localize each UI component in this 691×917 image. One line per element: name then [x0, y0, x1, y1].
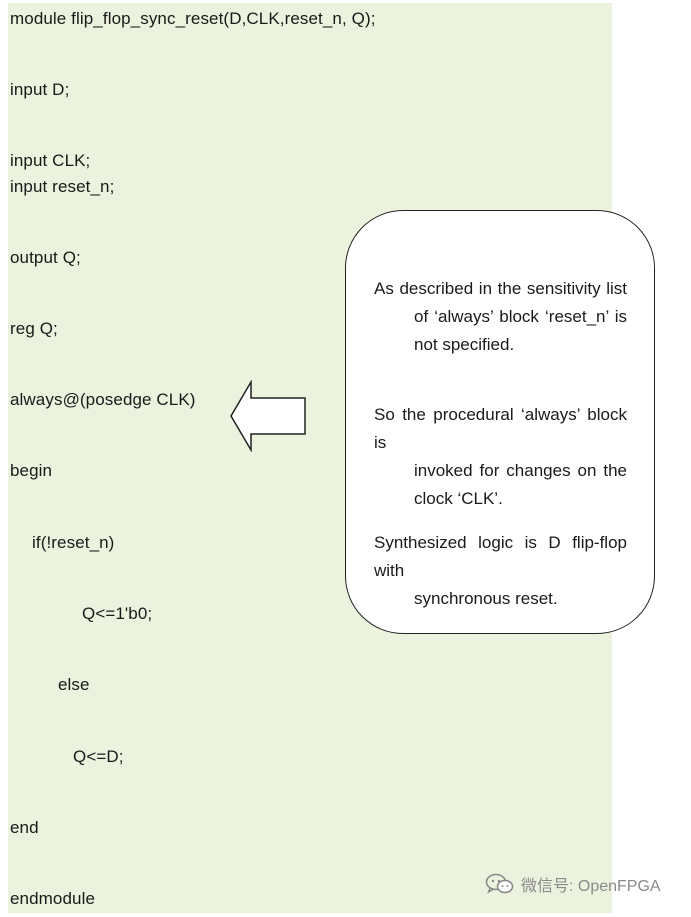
code-line-assign-reset: Q<=1'b0; — [82, 604, 153, 623]
code-line-end: end — [10, 818, 39, 837]
code-line-else: else — [58, 675, 90, 694]
code-line-input-clk: input CLK; — [10, 151, 91, 170]
code-line-if: if(!reset_n) — [32, 533, 115, 552]
code-line-reg-q: reg Q; — [10, 319, 58, 338]
watermark-text: 微信号: OpenFPGA — [521, 878, 661, 895]
callout-p1-rest: of ‘always’ block ‘reset_n’ is not speci… — [414, 307, 627, 354]
callout-p2-line1: So the procedural ‘always’ block is — [374, 405, 627, 452]
code-line-module: module flip_flop_sync_reset(D,CLK,reset_… — [10, 9, 376, 28]
callout-paragraph-invocation: So the procedural ‘always’ block is invo… — [374, 401, 627, 513]
callout-p2-rest: invoked for changes on the clock ‘CLK’. — [414, 461, 627, 508]
code-line-input-d: input D; — [10, 80, 70, 99]
callout-paragraph-sensitivity: As described in the sensitivity list of … — [374, 275, 627, 359]
callout-p3-line1: Synthesized logic is D flip-flop with — [374, 533, 627, 580]
code-line-input-reset: input reset_n; — [10, 177, 115, 196]
left-block-arrow-icon — [230, 380, 306, 452]
code-line-output-q: output Q; — [10, 248, 81, 267]
callout-p1-line1: As described in the sensitivity list — [374, 279, 627, 298]
wechat-icon — [485, 873, 514, 894]
callout-paragraph-synthesis: Synthesized logic is D flip-flop with sy… — [374, 529, 627, 613]
code-line-assign-d: Q<=D; — [73, 747, 124, 766]
wechat-watermark: 微信号: OpenFPGA — [485, 872, 661, 896]
code-line-begin: begin — [10, 461, 53, 480]
callout-p3-rest: synchronous reset. — [414, 589, 558, 608]
code-line-endmodule: endmodule — [10, 889, 96, 908]
code-line-always: always@(posedge CLK) — [10, 390, 196, 409]
explanation-callout: As described in the sensitivity list of … — [345, 210, 655, 634]
